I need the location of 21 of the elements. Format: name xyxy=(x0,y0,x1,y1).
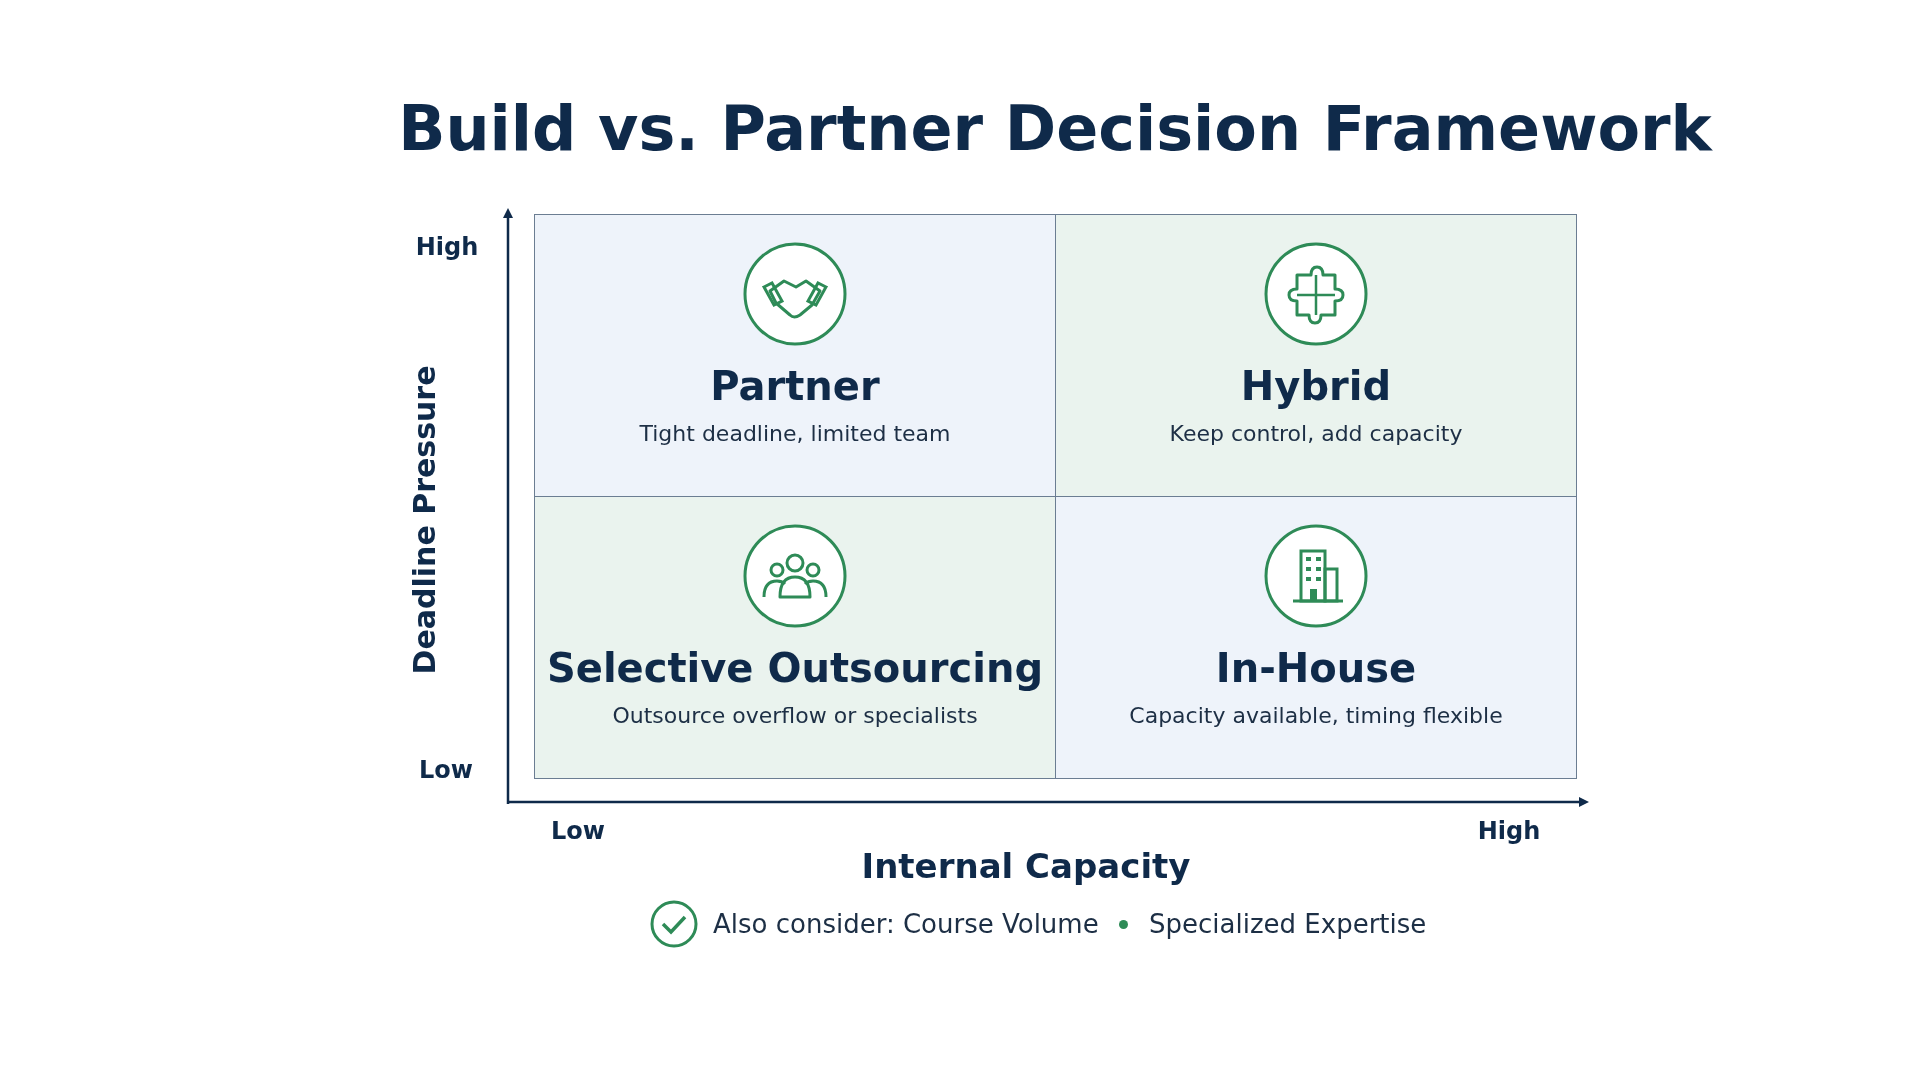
quadrant-panel xyxy=(1055,496,1577,779)
axis-tick-label: Low xyxy=(419,756,473,784)
note-text: Also consider: Course Volume xyxy=(713,909,1099,939)
quadrant-description: Keep control, add capacity xyxy=(1168,421,1464,446)
quadrant-panel xyxy=(534,496,1056,779)
axis-tick-label: High xyxy=(1477,817,1541,845)
quadrant-heading: Selective Outsourcing xyxy=(545,645,1045,691)
quadrant-panel xyxy=(534,214,1056,497)
title: Build vs. Partner Decision Framework xyxy=(397,92,1714,165)
note-text: Specialized Expertise xyxy=(1149,909,1427,939)
quadrant-heading: In-House xyxy=(1214,645,1418,691)
quadrant-heading: Partner xyxy=(709,363,881,409)
axis-tick-label: High xyxy=(415,233,479,261)
quadrant-description: Tight deadline, limited team xyxy=(638,421,952,446)
quadrant-description: Outsource overflow or specialists xyxy=(611,703,979,728)
quadrant-panel xyxy=(1055,214,1577,497)
quadrant-description: Capacity available, timing flexible xyxy=(1128,703,1504,728)
axis-title: Internal Capacity xyxy=(861,846,1191,886)
quadrant-heading: Hybrid xyxy=(1239,363,1393,409)
axis-tick-label: Low xyxy=(551,817,605,845)
axis-title: Deadline Pressure xyxy=(406,365,442,675)
